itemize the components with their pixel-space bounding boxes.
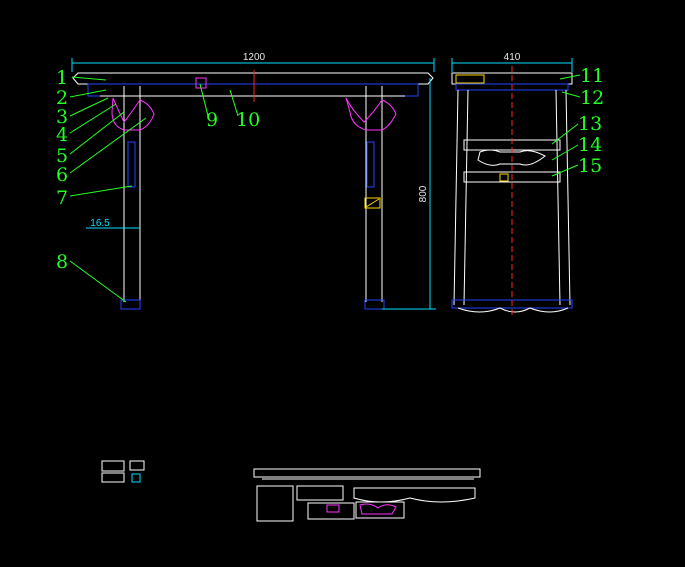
detail-sketches-bottom bbox=[253, 468, 481, 522]
callout-7: 7 bbox=[56, 187, 68, 209]
callout-12: 12 bbox=[580, 87, 604, 109]
callout-9: 9 bbox=[206, 109, 218, 131]
callout-14: 14 bbox=[578, 134, 602, 156]
dimension-front-width: 1200 bbox=[243, 52, 266, 63]
callout-1: 1 bbox=[56, 67, 68, 89]
callout-8: 8 bbox=[56, 251, 68, 273]
dimension-height: 800 bbox=[418, 185, 429, 202]
callout-6: 6 bbox=[56, 164, 68, 186]
side-elevation bbox=[451, 58, 573, 315]
front-elevation bbox=[71, 58, 436, 310]
callout-13: 13 bbox=[578, 113, 602, 135]
detail-sketches-left bbox=[101, 460, 145, 483]
callout-5: 5 bbox=[56, 145, 68, 167]
dimension-side-width: 410 bbox=[504, 52, 521, 63]
callout-4: 4 bbox=[56, 124, 68, 146]
callout-3: 3 bbox=[56, 106, 68, 128]
callout-11: 11 bbox=[580, 65, 604, 87]
callout-2: 2 bbox=[56, 87, 68, 109]
dimension-leg-offset: 16.5 bbox=[90, 218, 110, 229]
callout-15: 15 bbox=[578, 155, 602, 177]
callout-10: 10 bbox=[236, 109, 260, 131]
callout-leaders bbox=[69, 74, 581, 303]
